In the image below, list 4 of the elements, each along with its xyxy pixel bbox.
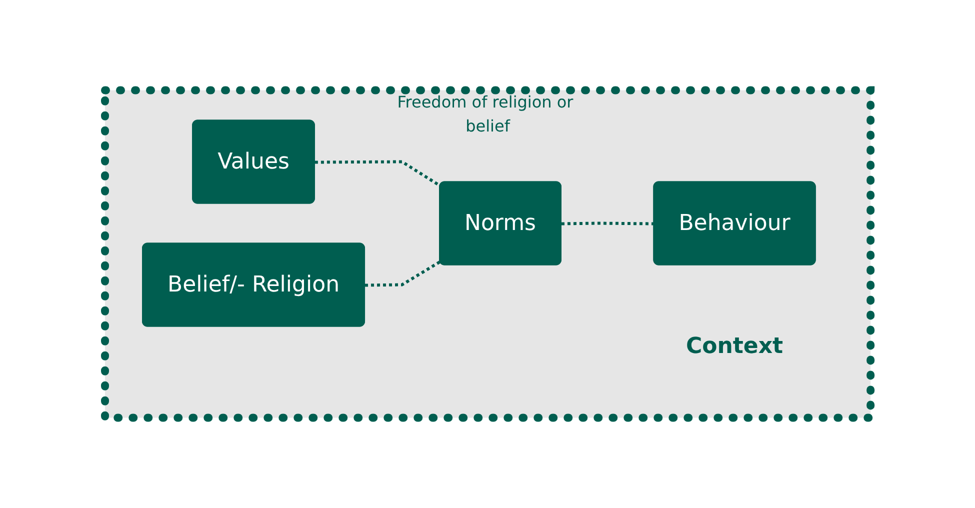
connector (561, 222, 654, 226)
node-text: Context (686, 334, 783, 359)
connector (314, 160, 441, 188)
connector (364, 260, 441, 287)
